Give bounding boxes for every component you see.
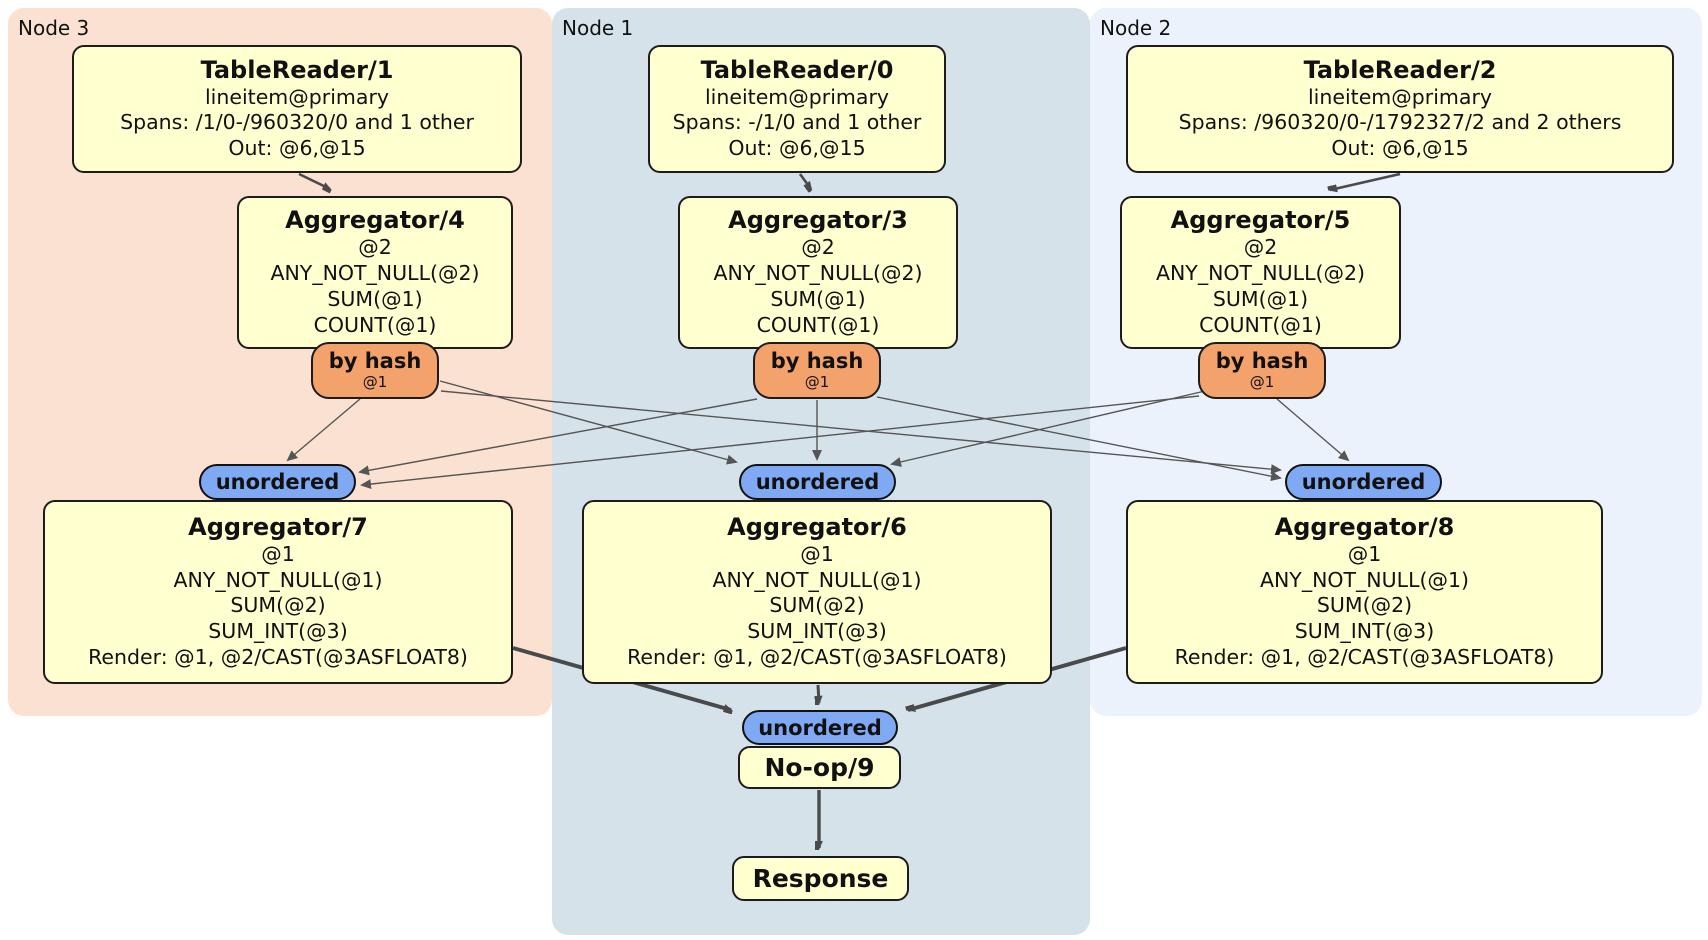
processor-aggregator-6: Aggregator/6 @1 ANY_NOT_NULL(@1) SUM(@2)… xyxy=(582,500,1052,684)
processor-line: ANY_NOT_NULL(@2) xyxy=(270,261,480,286)
router-detail: @1 xyxy=(804,373,830,392)
processor-line: Out: @6,@15 xyxy=(728,136,866,161)
router-by-hash-5: by hash @1 xyxy=(1198,342,1326,399)
processor-line: @1 xyxy=(261,541,295,566)
processor-tablereader-2: TableReader/2 lineitem@primary Spans: /9… xyxy=(1126,45,1674,173)
processor-noop-9: No-op/9 xyxy=(738,746,901,789)
processor-line: Render: @1, @2/CAST(@3ASFLOAT8) xyxy=(627,645,1007,670)
processor-line: @2 xyxy=(801,235,835,260)
processor-line: SUM(@2) xyxy=(230,593,326,618)
sync-unordered-right: unordered xyxy=(1285,464,1442,500)
processor-title: TableReader/1 xyxy=(200,55,394,84)
processor-line: lineitem@primary xyxy=(704,84,890,109)
processor-title: Aggregator/3 xyxy=(728,206,908,235)
processor-line: SUM(@1) xyxy=(1212,286,1309,311)
processor-line: Spans: /960320/0-/1792327/2 and 2 others xyxy=(1178,110,1622,135)
processor-line: SUM_INT(@3) xyxy=(208,619,348,644)
processor-line: Render: @1, @2/CAST(@3ASFLOAT8) xyxy=(88,645,468,670)
processor-title: Response xyxy=(752,863,889,893)
sync-unordered-final: unordered xyxy=(742,710,898,745)
processor-line: COUNT(@1) xyxy=(1199,312,1322,337)
processor-aggregator-5: Aggregator/5 @2 ANY_NOT_NULL(@2) SUM(@1)… xyxy=(1120,196,1401,349)
processor-line: Spans: /1/0-/960320/0 and 1 other xyxy=(120,110,474,135)
processor-line: Render: @1, @2/CAST(@3ASFLOAT8) xyxy=(1174,645,1555,670)
processor-title: Aggregator/6 xyxy=(727,513,907,542)
processor-title: TableReader/2 xyxy=(1303,55,1497,84)
router-by-hash-3: by hash @1 xyxy=(753,342,881,399)
sync-label: unordered xyxy=(1301,470,1426,494)
sync-label: unordered xyxy=(215,470,340,494)
region-label: Node 1 xyxy=(562,16,634,40)
processor-line: @2 xyxy=(358,235,392,260)
processor-aggregator-3: Aggregator/3 @2 ANY_NOT_NULL(@2) SUM(@1)… xyxy=(678,196,958,349)
processor-title: Aggregator/7 xyxy=(188,513,368,542)
processor-line: SUM(@2) xyxy=(1316,593,1413,618)
router-label: by hash xyxy=(1215,348,1309,373)
processor-aggregator-8: Aggregator/8 @1 ANY_NOT_NULL(@1) SUM(@2)… xyxy=(1126,500,1603,684)
processor-response: Response xyxy=(732,856,909,901)
region-label: Node 2 xyxy=(1100,16,1172,40)
processor-line: ANY_NOT_NULL(@1) xyxy=(712,567,922,592)
processor-line: @1 xyxy=(800,541,834,566)
processor-line: lineitem@primary xyxy=(1307,84,1493,109)
processor-line: Out: @6,@15 xyxy=(228,136,366,161)
processor-title: No-op/9 xyxy=(764,752,875,782)
processor-aggregator-7: Aggregator/7 @1 ANY_NOT_NULL(@1) SUM(@2)… xyxy=(43,500,513,684)
processor-line: lineitem@primary xyxy=(204,84,390,109)
sync-label: unordered xyxy=(755,470,880,494)
processor-line: SUM(@1) xyxy=(327,286,423,311)
router-detail: @1 xyxy=(362,373,388,392)
region-label: Node 3 xyxy=(18,16,90,40)
processor-line: ANY_NOT_NULL(@1) xyxy=(1259,567,1470,592)
processor-line: COUNT(@1) xyxy=(756,312,880,337)
processor-tablereader-1: TableReader/1 lineitem@primary Spans: /1… xyxy=(72,45,522,173)
processor-line: SUM(@2) xyxy=(769,593,865,618)
processor-title: Aggregator/5 xyxy=(1170,206,1351,235)
processor-line: @2 xyxy=(1243,235,1278,260)
processor-tablereader-0: TableReader/0 lineitem@primary Spans: -/… xyxy=(648,45,946,173)
processor-line: Spans: -/1/0 and 1 other xyxy=(672,110,922,135)
router-label: by hash xyxy=(328,348,422,373)
processor-aggregator-4: Aggregator/4 @2 ANY_NOT_NULL(@2) SUM(@1)… xyxy=(237,196,513,349)
processor-title: TableReader/0 xyxy=(700,55,894,84)
processor-line: SUM(@1) xyxy=(770,286,866,311)
processor-line: SUM_INT(@3) xyxy=(1294,619,1435,644)
sync-label: unordered xyxy=(758,715,882,740)
processor-line: Out: @6,@15 xyxy=(1331,136,1469,161)
processor-line: ANY_NOT_NULL(@2) xyxy=(713,261,923,286)
sync-unordered-left: unordered xyxy=(199,464,356,500)
processor-title: Aggregator/8 xyxy=(1274,513,1455,542)
sync-unordered-middle: unordered xyxy=(739,464,896,500)
processor-line: @1 xyxy=(1347,541,1382,566)
router-by-hash-4: by hash @1 xyxy=(311,342,439,399)
processor-title: Aggregator/4 xyxy=(285,206,465,235)
processor-line: ANY_NOT_NULL(@1) xyxy=(173,567,383,592)
processor-line: SUM_INT(@3) xyxy=(747,619,887,644)
processor-line: COUNT(@1) xyxy=(313,312,437,337)
router-detail: @1 xyxy=(1249,373,1275,392)
router-label: by hash xyxy=(770,348,864,373)
processor-line: ANY_NOT_NULL(@2) xyxy=(1155,261,1366,286)
